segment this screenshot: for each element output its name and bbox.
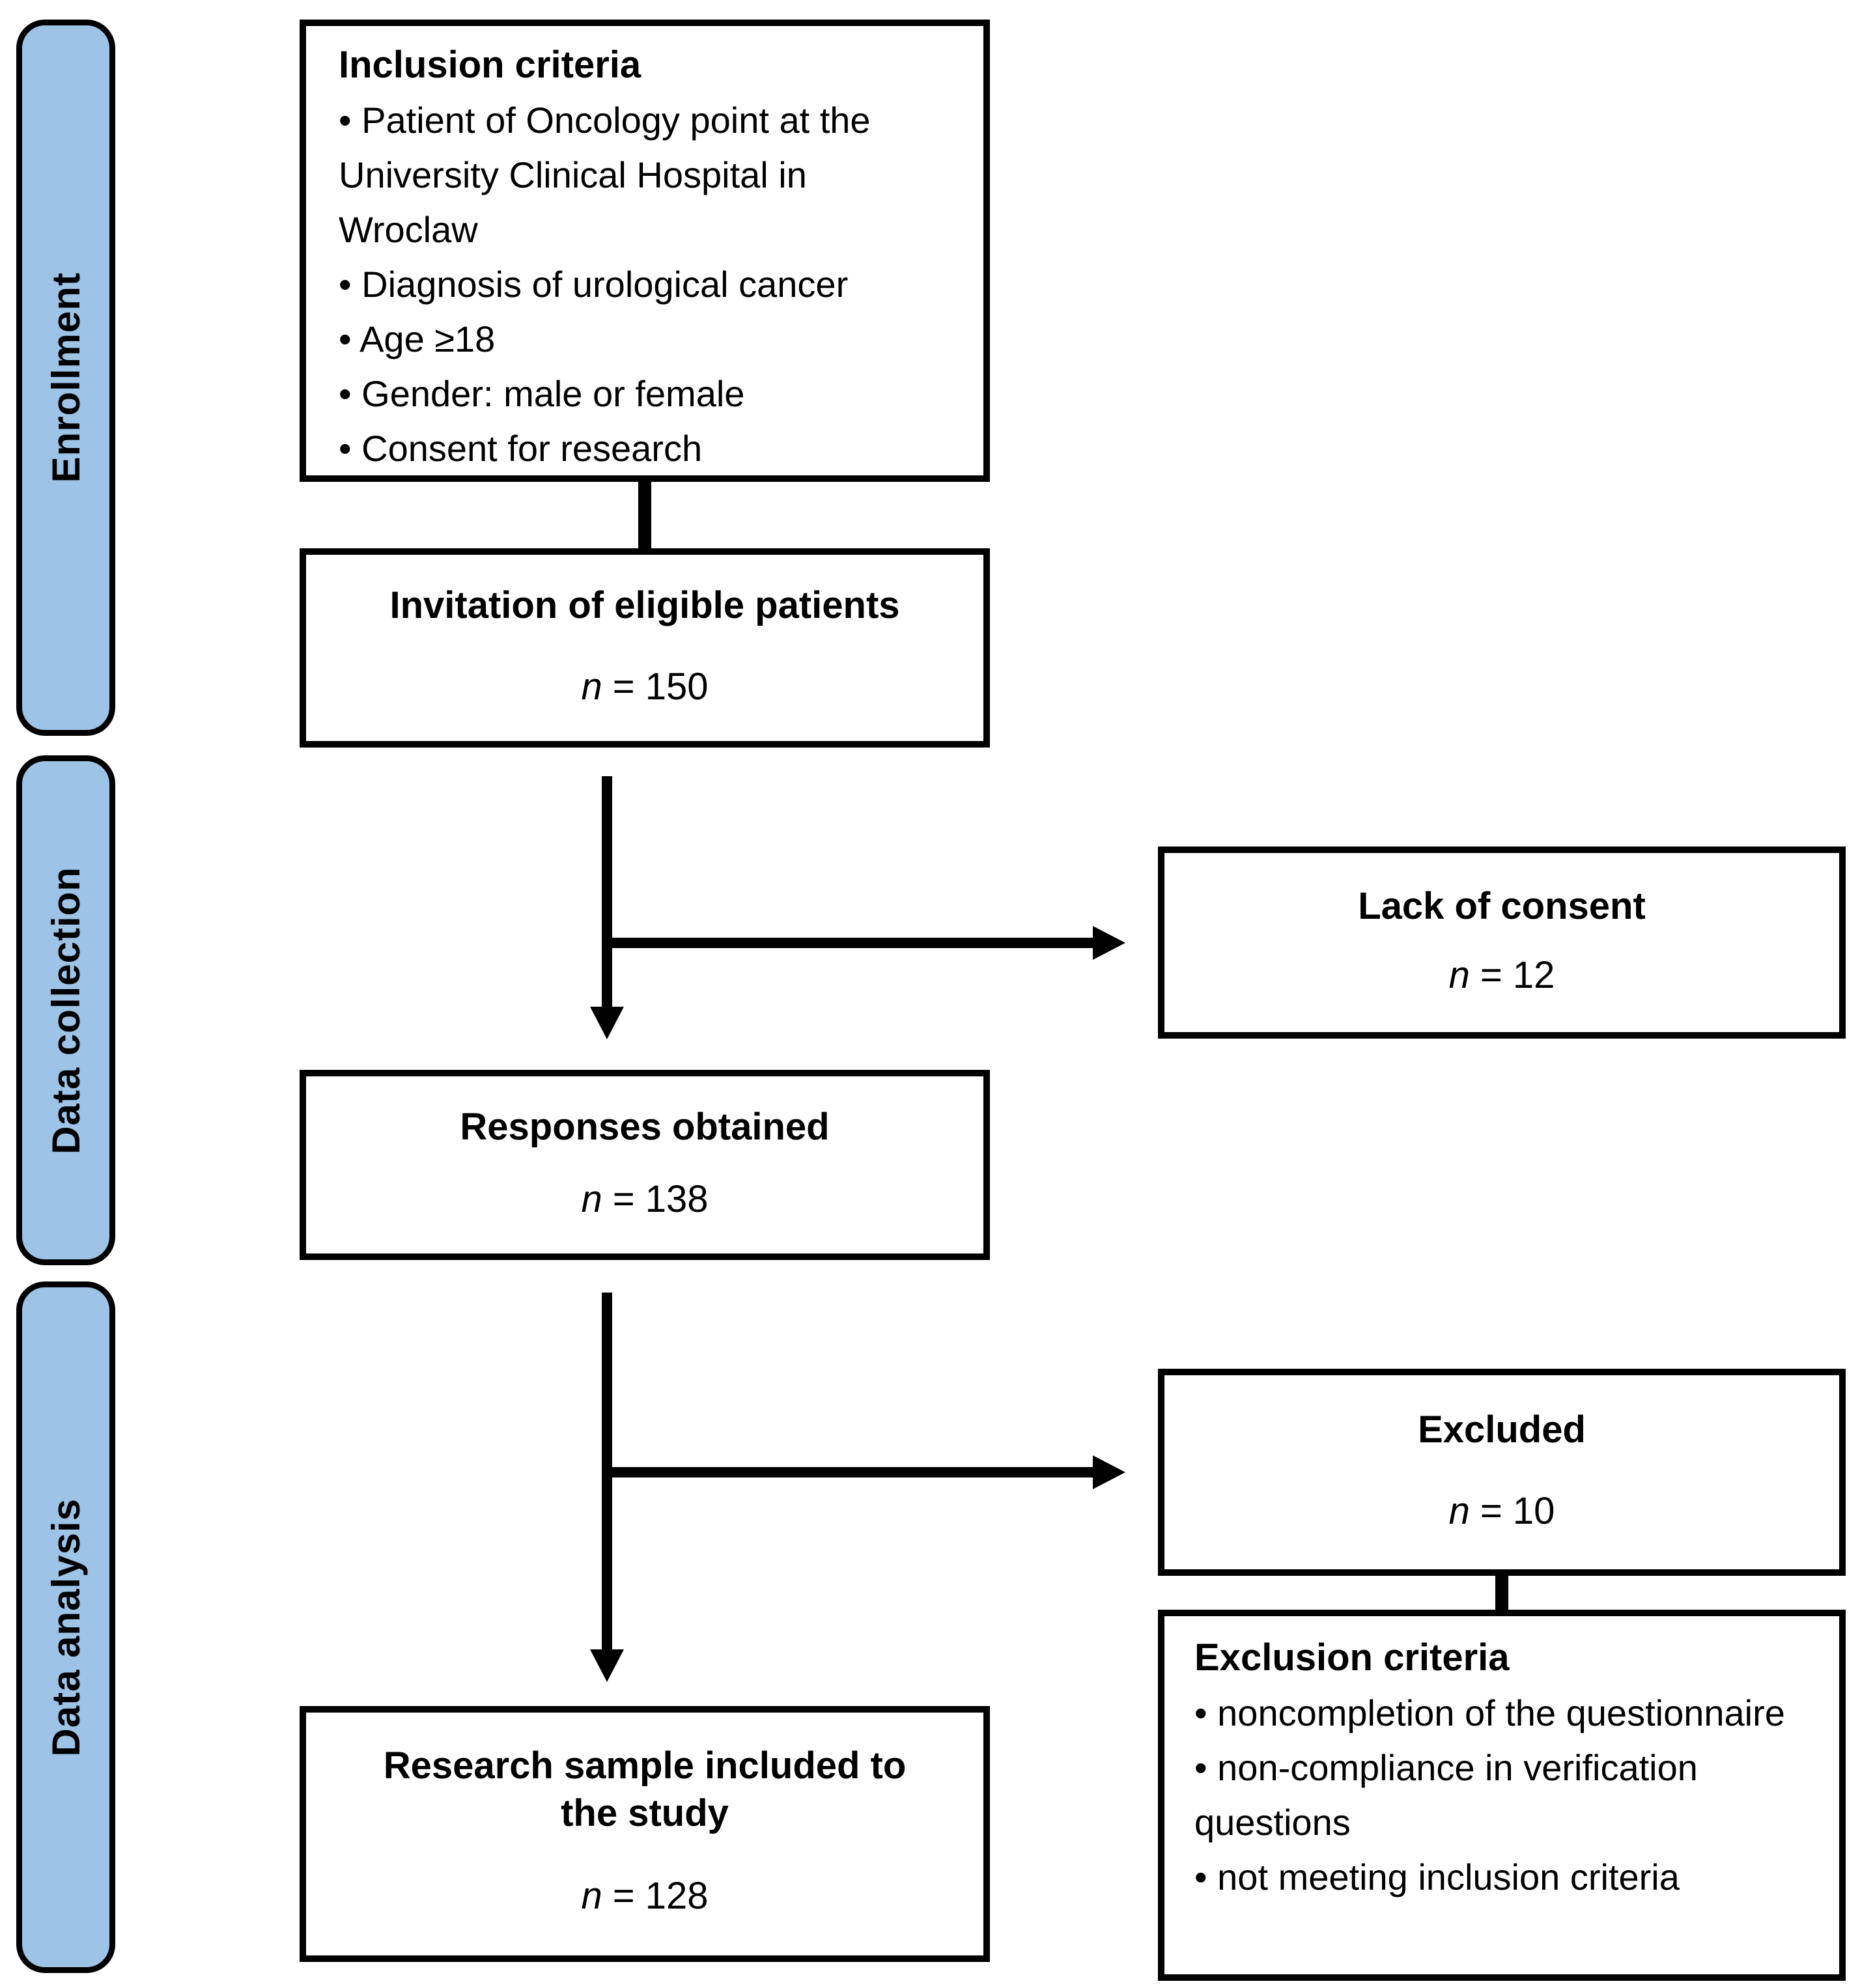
research-sample-title: Research sample included to the study bbox=[384, 1743, 907, 1837]
exclusion-bullet: • non-compliance in verification questio… bbox=[1194, 1747, 1698, 1843]
connector-inclusion-to-invitation bbox=[638, 482, 651, 550]
exclusion-criteria-title: Exclusion criteria bbox=[1194, 1636, 1510, 1679]
inclusion-bullet: • Age ≥18 bbox=[339, 318, 496, 359]
exclusion-bullet: • noncompletion of the questionnaire bbox=[1194, 1692, 1785, 1733]
arrow-invitation-to-responses bbox=[602, 776, 612, 1008]
research-sample-size: n = 128 bbox=[581, 1874, 708, 1918]
arrowhead-down-research bbox=[590, 1649, 624, 1682]
lack-of-consent-title: Lack of consent bbox=[1358, 885, 1646, 927]
branch-to-lack-of-consent bbox=[607, 938, 1094, 948]
arrowhead-down-responses bbox=[590, 1007, 624, 1039]
responses-obtained-title: Responses obtained bbox=[460, 1106, 830, 1148]
inclusion-bullet: • Patient of Oncology point at the Unive… bbox=[339, 100, 871, 250]
inclusion-bullet: • Gender: male or female bbox=[339, 373, 745, 414]
invitation-sample-size: n = 150 bbox=[581, 665, 708, 708]
stage-data-analysis-label: Data analysis bbox=[44, 1498, 88, 1757]
stage-data-collection-label: Data collection bbox=[44, 866, 88, 1155]
box-exclusion-criteria: Exclusion criteria • noncompletion of th… bbox=[1158, 1610, 1846, 1981]
sample-size-n: n bbox=[1448, 1490, 1470, 1532]
inclusion-bullet: • Diagnosis of urological cancer bbox=[339, 264, 849, 305]
box-excluded: Excluded n = 10 bbox=[1158, 1369, 1846, 1576]
exclusion-bullet: • not meeting inclusion criteria bbox=[1194, 1856, 1680, 1897]
stage-enrollment: Enrollment bbox=[16, 20, 115, 736]
sample-size-n: n bbox=[581, 665, 602, 708]
inclusion-bullet: • Consent for research bbox=[339, 428, 703, 469]
excluded-sample-size: n = 10 bbox=[1449, 1489, 1555, 1533]
box-invitation: Invitation of eligible patients n = 150 bbox=[300, 548, 990, 748]
sample-size-value: = 10 bbox=[1480, 1490, 1555, 1532]
arrowhead-right-excluded bbox=[1093, 1455, 1125, 1489]
sample-size-value: = 150 bbox=[612, 665, 709, 708]
invitation-title: Invitation of eligible patients bbox=[389, 584, 900, 626]
box-research-sample: Research sample included to the study n … bbox=[300, 1706, 990, 1962]
sample-size-n: n bbox=[581, 1178, 602, 1220]
sample-size-value: = 138 bbox=[612, 1178, 709, 1220]
branch-to-excluded bbox=[607, 1467, 1094, 1477]
sample-size-value: = 128 bbox=[612, 1875, 709, 1917]
box-responses-obtained: Responses obtained n = 138 bbox=[300, 1070, 990, 1260]
connector-excluded-to-exclusion bbox=[1495, 1576, 1508, 1610]
sample-size-n: n bbox=[581, 1875, 602, 1917]
inclusion-criteria-title: Inclusion criteria bbox=[339, 44, 641, 86]
lack-of-consent-sample-size: n = 12 bbox=[1449, 953, 1555, 997]
research-sample-title-line1: Research sample included to bbox=[383, 1744, 907, 1787]
excluded-title: Excluded bbox=[1418, 1408, 1586, 1451]
stage-data-analysis: Data analysis bbox=[16, 1281, 115, 1973]
stage-enrollment-label: Enrollment bbox=[44, 272, 88, 483]
box-inclusion-criteria: Inclusion criteria • Patient of Oncology… bbox=[300, 20, 990, 482]
sample-size-n: n bbox=[1448, 954, 1470, 996]
responses-sample-size: n = 138 bbox=[581, 1177, 708, 1221]
sample-size-value: = 12 bbox=[1480, 954, 1555, 996]
research-sample-title-line2: the study bbox=[561, 1791, 729, 1834]
arrowhead-right-lack-of-consent bbox=[1093, 926, 1125, 960]
stage-data-collection: Data collection bbox=[16, 755, 115, 1265]
box-lack-of-consent: Lack of consent n = 12 bbox=[1158, 847, 1846, 1039]
